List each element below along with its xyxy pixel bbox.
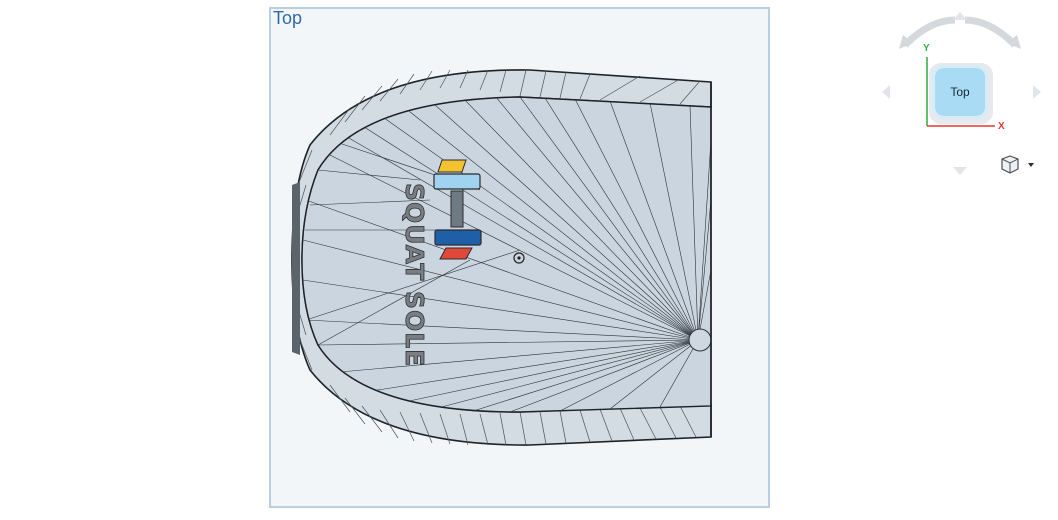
y-axis-label: Y [923,43,930,54]
toe-edge [292,182,300,355]
caret-down-icon [1028,163,1034,167]
barbell-logo [433,159,482,260]
arrow-down-icon [953,167,967,175]
view-cube-top-face[interactable]: Top [935,68,985,116]
view-label: Top [273,8,303,28]
view-mode-dropdown[interactable] [998,154,1038,176]
arrow-up-icon [953,12,967,20]
arc-arrow-icon [902,16,956,48]
pivot-target-icon [513,252,525,264]
x-axis-label: X [998,121,1005,132]
arrow-right-icon [1033,85,1041,99]
heel-cup [688,328,712,352]
cube-icon [1001,155,1019,174]
mesh-triangulation [302,97,711,412]
arrow-left-icon [882,85,890,99]
sole-text: SQUAT SOLE [400,183,429,367]
